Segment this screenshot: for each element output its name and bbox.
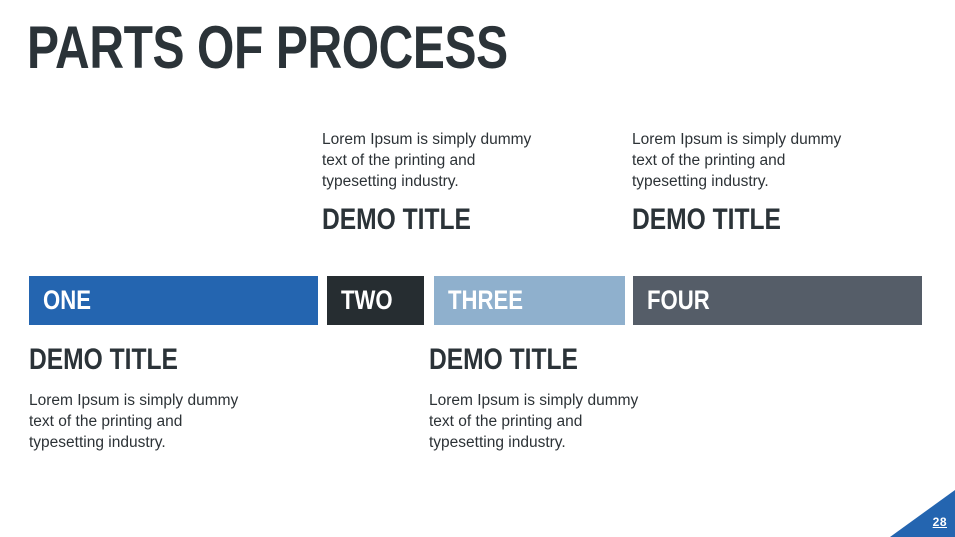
step-bar-label-two: TWO (341, 285, 393, 315)
page-number: 28 (932, 515, 947, 529)
step-body-one: Lorem Ipsum is simply dummy text of the … (29, 392, 239, 451)
page-title: PARTS OF PROCESS (27, 14, 508, 81)
step-bar-label-one: ONE (43, 285, 91, 315)
step-bar-one[interactable]: ONE (29, 276, 318, 325)
step-bar-label-four: FOUR (647, 285, 710, 315)
step-bar-label-three: THREE (448, 285, 524, 315)
step-heading-one: DEMO TITLE (29, 343, 178, 376)
step-body-three: Lorem Ipsum is simply dummy text of the … (429, 392, 639, 451)
corner-triangle-shape (890, 490, 955, 537)
step-text-block-four: Lorem Ipsum is simply dummy text of the … (632, 129, 847, 236)
step-bar-four[interactable]: FOUR (633, 276, 922, 325)
step-bar-three[interactable]: THREE (434, 276, 625, 325)
step-heading-four: DEMO TITLE (632, 203, 781, 236)
step-text-block-three: DEMO TITLE Lorem Ipsum is simply dummy t… (429, 344, 644, 453)
step-bar-two[interactable]: TWO (327, 276, 424, 325)
step-heading-three: DEMO TITLE (429, 343, 578, 376)
page-number-corner: 28 (890, 490, 955, 537)
step-body-two: Lorem Ipsum is simply dummy text of the … (322, 131, 532, 190)
step-text-block-one: DEMO TITLE Lorem Ipsum is simply dummy t… (29, 344, 244, 453)
step-text-block-two: Lorem Ipsum is simply dummy text of the … (322, 129, 537, 236)
step-body-four: Lorem Ipsum is simply dummy text of the … (632, 131, 842, 190)
step-heading-two: DEMO TITLE (322, 203, 471, 236)
